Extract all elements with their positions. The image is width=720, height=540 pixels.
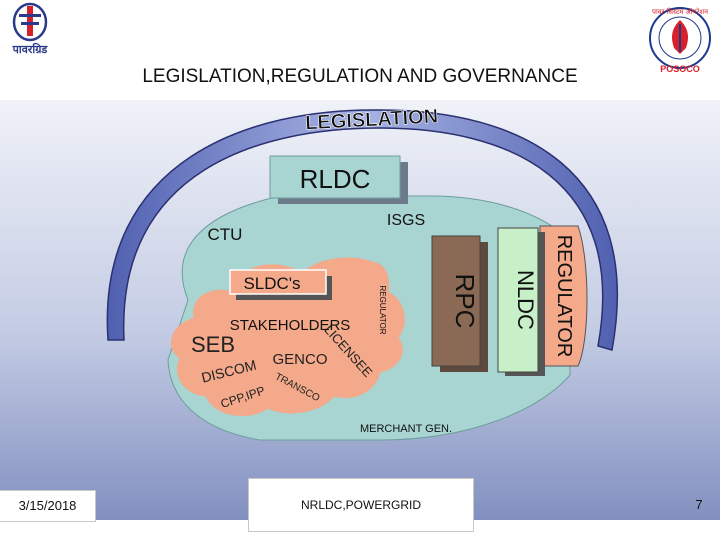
sldc-label: SLDC's bbox=[243, 274, 300, 293]
rpc-box bbox=[431, 235, 481, 367]
legislation-arch bbox=[106, 109, 618, 351]
stakeholders-label: STAKEHOLDERS bbox=[230, 317, 351, 334]
regulator-small-label: REGULATOR bbox=[378, 285, 387, 334]
logo-bottom-text: POSOCO bbox=[660, 64, 700, 74]
logo-top-text: पावर सिस्टम ऑपरेशन bbox=[652, 7, 708, 16]
footer-center: NRLDC,POWERGRID bbox=[248, 478, 474, 532]
rldc-box bbox=[269, 155, 401, 199]
footer-date: 3/15/2018 bbox=[0, 490, 96, 522]
ctu-label: CTU bbox=[208, 225, 243, 244]
posoco-logo: पावर सिस्टम ऑपरेशन POSOCO bbox=[649, 7, 711, 74]
sldc-box bbox=[229, 269, 327, 295]
rldc-label: RLDC bbox=[300, 164, 371, 194]
seb-label: SEB bbox=[191, 332, 235, 357]
isgs-label: ISGS bbox=[387, 212, 425, 229]
regulator-label: REGULATOR bbox=[553, 235, 575, 358]
powergrid-logo: पावरग्रिड bbox=[12, 2, 49, 56]
nldc-box bbox=[497, 227, 539, 373]
nldc-label: NLDC bbox=[513, 270, 538, 330]
regulator-shape bbox=[539, 225, 588, 367]
genco-label: GENCO bbox=[272, 351, 327, 368]
logo-text: पावरग्रिड bbox=[12, 42, 49, 56]
rpc-label: RPC bbox=[450, 274, 480, 329]
merchant-gen-label: MERCHANT GEN. bbox=[360, 423, 452, 435]
stakeholders-cloud bbox=[171, 257, 405, 417]
slide-title: LEGISLATION,REGULATION AND GOVERNANCE bbox=[142, 66, 578, 87]
footer-page-number: 7 bbox=[695, 497, 703, 512]
